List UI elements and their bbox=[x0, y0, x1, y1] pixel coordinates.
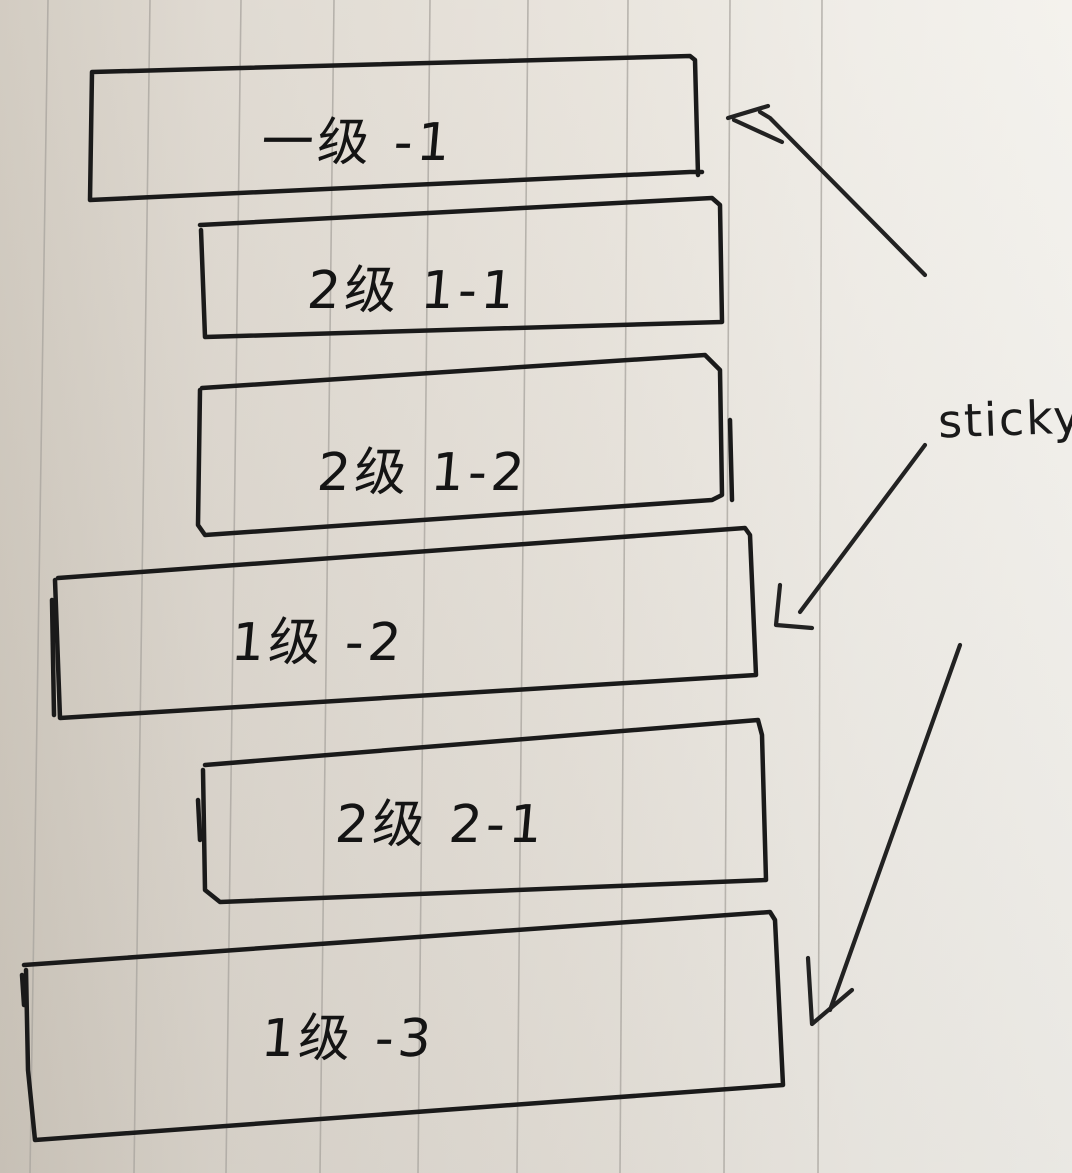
level2-box-2-1-border bbox=[195, 717, 769, 905]
level1-box-3-border bbox=[19, 909, 786, 1143]
level2-box-1-1-border bbox=[197, 195, 725, 340]
level2-box-1-2-label: 2级 1-2 bbox=[314, 443, 531, 503]
level1-box-1-border bbox=[87, 53, 705, 203]
sticky-annotation: sticky bbox=[937, 389, 1072, 449]
level1-box-1-label: 一级 -1 bbox=[258, 113, 457, 173]
level1-box-2-border bbox=[49, 525, 759, 721]
level2-box-1-1-label: 2级 1-1 bbox=[304, 261, 521, 321]
level1-box-3-label: 1级 -3 bbox=[258, 1009, 438, 1069]
sticky-arrow-3 bbox=[805, 642, 963, 1027]
level2-box-1-2-border bbox=[195, 352, 735, 538]
sticky-arrow-1 bbox=[725, 103, 928, 278]
level1-box-2-label: 1级 -2 bbox=[228, 613, 408, 673]
sticky-arrow-2 bbox=[773, 442, 928, 631]
level2-box-2-1-label: 2级 2-1 bbox=[332, 795, 549, 855]
